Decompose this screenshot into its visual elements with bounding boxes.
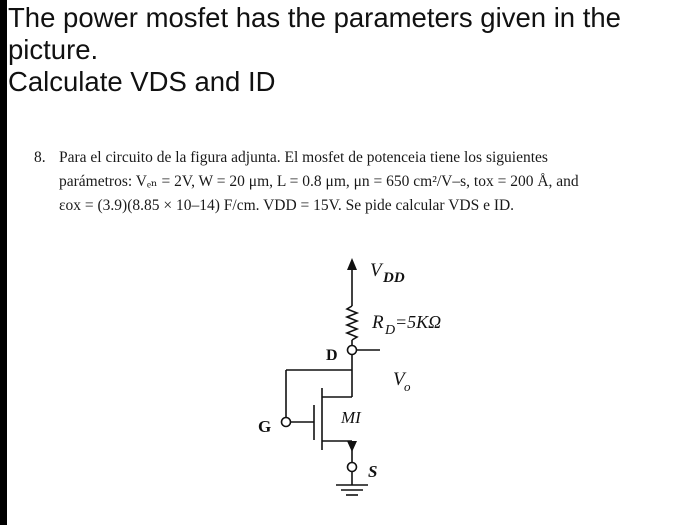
resistor-rd bbox=[344, 305, 360, 341]
question-text: The power mosfet has the parameters give… bbox=[8, 2, 698, 98]
problem-line-1: 8. Para el circuito de la figura adjunta.… bbox=[34, 146, 698, 170]
vdd-subscript: DD bbox=[382, 270, 405, 286]
question-line-2: picture. bbox=[8, 34, 99, 65]
drain-label: D bbox=[326, 347, 338, 364]
question-line-3: Calculate VDS and ID bbox=[8, 66, 276, 97]
left-border-bar bbox=[0, 0, 7, 525]
rd-value: =5KΩ bbox=[395, 312, 441, 332]
rd-label: R bbox=[371, 312, 384, 333]
transistor-label: MI bbox=[340, 408, 362, 427]
vdd-label: V bbox=[370, 260, 384, 281]
problem-text-1: Para el circuito de la figura adjunta. E… bbox=[59, 149, 548, 166]
problem-number: 8. bbox=[34, 149, 46, 166]
vo-subscript: o bbox=[404, 379, 411, 394]
source-arrow-icon bbox=[347, 441, 357, 452]
source-label: S bbox=[368, 462, 377, 481]
vo-label: V bbox=[393, 369, 407, 390]
problem-line-2: parámetros: Vₑₙ = 2V, W = 20 μm, L = 0.8… bbox=[59, 173, 579, 190]
gate-label: G bbox=[258, 417, 271, 436]
rd-subscript: D bbox=[384, 323, 395, 338]
drain-node bbox=[346, 344, 358, 356]
gate-node bbox=[280, 416, 292, 428]
problem-statement: 8. Para el circuito de la figura adjunta.… bbox=[34, 146, 698, 218]
source-node bbox=[346, 461, 358, 473]
vdd-arrow-icon bbox=[347, 258, 357, 270]
problem-line-3: εox = (3.9)(8.85 × 10–14) F/cm. VDD = 15… bbox=[59, 197, 515, 214]
question-line-1: The power mosfet has the parameters give… bbox=[8, 2, 621, 33]
